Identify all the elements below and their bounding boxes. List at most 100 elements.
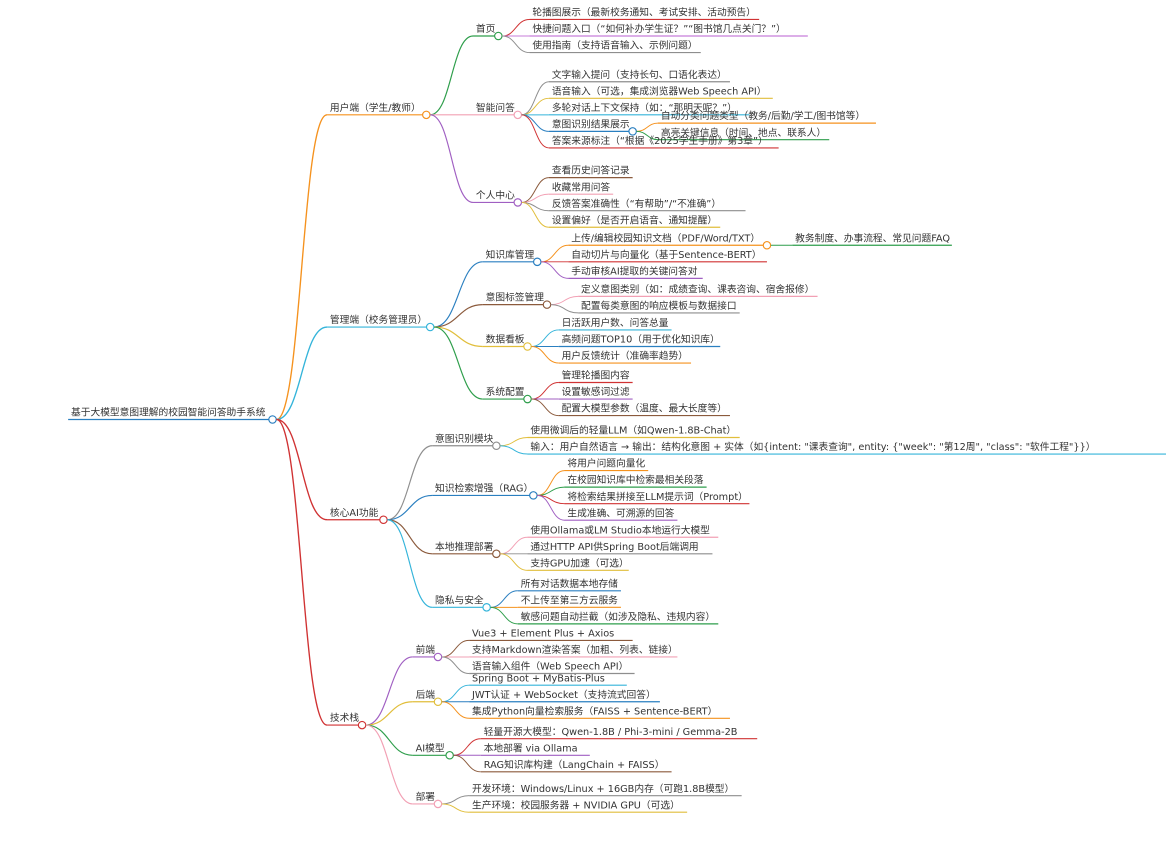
- branch-1-node-0-item-1[interactable]: 自动切片与向量化（基于Sentence-BERT）: [568, 248, 767, 263]
- branch-1-node-3-item-1[interactable]: 设置敏感词过滤: [558, 385, 633, 400]
- branch-3-node-2-item-0[interactable]: 轻量开源大模型：Qwen-1.8B / Phi-3-mini / Gemma-2…: [480, 725, 758, 740]
- branch-2-node-1-item-0[interactable]: 将用户问题向量化: [564, 457, 649, 472]
- branch-2-node-2-item-1[interactable]: 通过HTTP API供Spring Boot后端调用: [527, 540, 713, 555]
- branch-0-node-2-item-0[interactable]: 查看历史问答记录: [548, 164, 633, 179]
- branch-2-node-2-toggle[interactable]: [492, 549, 501, 559]
- branch-3-node-2-item-1-label: 本地部署 via Ollama: [484, 741, 578, 754]
- branch-0-node-0-item-2[interactable]: 使用指南（支持语音输入、示例问题）: [529, 39, 701, 54]
- root-node[interactable]: 基于大模型意图理解的校园智能问答助手系统: [68, 406, 273, 421]
- branch-1-node-2-toggle[interactable]: [523, 342, 532, 351]
- branch-2-node-1[interactable]: 知识检索增强（RAG）: [432, 482, 534, 496]
- branch-3-node-1-toggle[interactable]: [433, 697, 443, 707]
- branch-3-node-2-item-2[interactable]: RAG知识库构建（LangChain + FAISS）: [480, 758, 672, 773]
- branch-2-node-3[interactable]: 隐私与安全: [432, 593, 487, 608]
- branch-3-node-1-item-1[interactable]: JWT认证 + WebSocket（支持流式回答）: [469, 688, 660, 703]
- branch-2-node-3-item-1[interactable]: 不上传至第三方云服务: [517, 593, 621, 608]
- connector: [636, 122, 658, 132]
- branch-3-node-1-item-0[interactable]: Spring Boot + MyBatis-Plus: [469, 673, 627, 686]
- branch-3-node-0[interactable]: 前端: [412, 643, 438, 658]
- branch-3[interactable]: 技术栈: [327, 711, 363, 726]
- root-node-toggle[interactable]: [268, 415, 277, 424]
- branch-1-node-0-item-0-toggle[interactable]: [762, 240, 772, 250]
- branch-1-node-0-item-0[interactable]: 上传/编辑校园知识文档（PDF/Word/TXT）: [568, 231, 767, 246]
- branch-2-node-1-item-2[interactable]: 将检索结果拼接至LLM提示词（Prompt）: [564, 490, 750, 505]
- branch-0-node-2-toggle[interactable]: [513, 198, 523, 207]
- branch-0-node-1-item-3[interactable]: 意图识别结果展示: [548, 118, 633, 132]
- branch-2-node-2-item-2-label: 支持GPU加速（可选）: [530, 556, 628, 569]
- branch-0-toggle[interactable]: [422, 110, 431, 120]
- branch-1-node-0-item-0-sub-0[interactable]: 教务制度、办事流程、常见问题FAQ: [792, 231, 952, 246]
- branch-2-node-0-toggle[interactable]: [492, 441, 501, 451]
- branch-0-node-2-item-1[interactable]: 收藏常用问答: [548, 180, 614, 195]
- branch-3-node-0-item-2[interactable]: 语音输入组件（Web Speech API）: [469, 660, 635, 675]
- branch-1-node-1[interactable]: 意图标签管理: [482, 291, 547, 306]
- branch-3-node-2[interactable]: AI模型: [412, 741, 450, 756]
- branch-1-node-2-item-0[interactable]: 日活跃用户数、问答总量: [558, 316, 672, 331]
- branch-1-node-3-item-0[interactable]: 管理轮播图内容: [558, 369, 633, 384]
- branch-1-node-1-toggle[interactable]: [542, 300, 552, 309]
- branch-2-node-3-toggle[interactable]: [482, 603, 491, 612]
- branch-1-node-1-item-0[interactable]: 定义意图类别（如：成绩查询、课表咨询、宿舍报修）: [578, 282, 818, 297]
- branch-1-node-0[interactable]: 知识库管理: [482, 248, 538, 263]
- branch-3-node-3[interactable]: 部署: [412, 790, 438, 805]
- branch-2-node-3-item-0[interactable]: 所有对话数据本地存储: [517, 577, 621, 592]
- connector: [521, 201, 550, 228]
- branch-1[interactable]: 管理端（校务管理员）: [327, 313, 431, 328]
- branch-3-node-2-toggle[interactable]: [445, 750, 454, 760]
- connector: [276, 326, 328, 421]
- branch-3-node-2-item-1[interactable]: 本地部署 via Ollama: [480, 741, 590, 756]
- branch-2-node-3-item-2[interactable]: 敏感问题自动拦截（如涉及隐私、违规内容）: [517, 610, 719, 625]
- branch-2-node-1-toggle[interactable]: [529, 491, 538, 500]
- branch-0-node-1-toggle[interactable]: [513, 110, 523, 120]
- branch-1-node-2[interactable]: 数据看板: [482, 333, 528, 348]
- branch-0-node-1-item-3-sub-0[interactable]: 自动分类问题类型（教务/后勤/学工/图书馆等）: [657, 109, 876, 124]
- branch-0-node-1[interactable]: 智能问答: [473, 101, 518, 116]
- branch-2-node-2-item-0[interactable]: 使用Ollama或LM Studio本地运行大模型: [527, 523, 719, 538]
- branch-3-node-3-item-0[interactable]: 开发环境：Windows/Linux + 16GB内存（可跑1.8B模型）: [469, 782, 742, 797]
- branch-1-node-3-toggle[interactable]: [523, 394, 532, 404]
- branch-0-node-0-item-0[interactable]: 轮播图展示（最新校务通知、考试安排、活动预告）: [529, 6, 760, 21]
- branch-2-node-0-item-1[interactable]: 输入：用户自然语言 → 输出：结构化意图 + 实体（如{intent: "课表查…: [527, 440, 1166, 455]
- branch-0-node-1-item-3-sub-1[interactable]: 高亮关键信息（时间、地点、联系人）: [657, 126, 830, 141]
- branch-0-node-1-item-3-toggle[interactable]: [628, 127, 637, 136]
- branch-0-node-1-item-1[interactable]: 语音输入（可选，集成浏览器Web Speech API）: [548, 84, 773, 99]
- branch-0-node-2-item-2[interactable]: 反馈答案准确性（“有帮助”/“不准确”）: [548, 197, 746, 212]
- branch-0-node-0-item-1[interactable]: 快捷问题入口（“如何补办学生证？”“图书馆几点关门？”）: [529, 22, 808, 37]
- branch-0-node-1-item-0[interactable]: 文字输入提问（支持长句、口语化表达）: [548, 68, 730, 83]
- branch-2-node-3-item-2-label: 敏感问题自动拦截（如涉及隐私、违规内容）: [521, 610, 715, 623]
- branch-0-node-0-toggle[interactable]: [494, 31, 503, 41]
- branch-0-node-1-item-2[interactable]: 多轮对话上下文保持（如：“那明天呢？”）: [548, 101, 750, 116]
- branch-0-node-1-item-4[interactable]: 答案来源标注（“根据《2025学生手册》第3章”）: [548, 134, 779, 149]
- branch-0[interactable]: 用户端（学生/教师）: [327, 101, 427, 116]
- branch-2-node-2[interactable]: 本地推理部署: [432, 540, 497, 555]
- branch-2-node-2-item-1-label: 通过HTTP API供Spring Boot后端调用: [530, 540, 698, 553]
- branch-1-node-2-item-1[interactable]: 高频问题TOP10（用于优化知识库）: [558, 333, 721, 348]
- connector: [365, 701, 413, 726]
- branch-3-toggle[interactable]: [357, 720, 367, 730]
- branch-3-node-0-toggle[interactable]: [433, 652, 443, 662]
- branch-3-node-0-item-1[interactable]: 支持Markdown渲染答案（加粗、列表、链接）: [469, 643, 678, 658]
- branch-0-node-0[interactable]: 首页: [473, 22, 499, 37]
- branch-2-node-0-item-0[interactable]: 使用微调后的轻量LLM（如Qwen-1.8B-Chat）: [527, 424, 740, 439]
- branch-1-toggle[interactable]: [425, 322, 435, 332]
- branch-3-node-3-toggle[interactable]: [433, 799, 443, 809]
- branch-2-node-0[interactable]: 意图识别模块: [432, 432, 497, 447]
- branch-3-node-1[interactable]: 后端: [412, 688, 438, 703]
- branch-0-node-2-item-3[interactable]: 设置偏好（是否开启语音、通知提醒）: [548, 213, 721, 228]
- branch-3-node-1-item-2[interactable]: 集成Python向量检索服务（FAISS + Sentence-BERT）: [469, 704, 730, 719]
- branch-1-node-2-item-2[interactable]: 用户反馈统计（准确率趋势）: [558, 349, 692, 364]
- branch-2-node-2-item-2[interactable]: 支持GPU加速（可选）: [527, 556, 629, 571]
- branch-2-toggle[interactable]: [379, 515, 388, 525]
- branch-3-node-3-item-1[interactable]: 生产环境：校园服务器 + NVIDIA GPU（可选）: [469, 798, 688, 813]
- branch-3-node-0-item-0[interactable]: Vue3 + Element Plus + Axios: [469, 629, 633, 642]
- branch-2-node-1-item-3[interactable]: 生成准确、可溯源的回答: [564, 506, 678, 521]
- branch-0-node-1-item-3-sub-0-label: 自动分类问题类型（教务/后勤/学工/图书馆等）: [661, 109, 865, 122]
- branch-1-node-3-item-2[interactable]: 配置大模型参数（温度、最大长度等）: [558, 402, 730, 417]
- branch-1-node-3[interactable]: 系统配置: [482, 385, 528, 400]
- branch-1-node-0-item-2[interactable]: 手动审核AI提取的关键问答对: [568, 264, 703, 279]
- branch-1-node-0-toggle[interactable]: [532, 257, 542, 267]
- branch-0-node-2[interactable]: 个人中心: [473, 189, 518, 204]
- branch-2-node-1-item-1[interactable]: 在校园知识库中检索最相关段落: [564, 473, 707, 488]
- branch-1-node-1-item-1[interactable]: 配置每类意图的响应模板与数据接口: [578, 299, 740, 314]
- branch-2[interactable]: 核心AI功能: [327, 506, 384, 521]
